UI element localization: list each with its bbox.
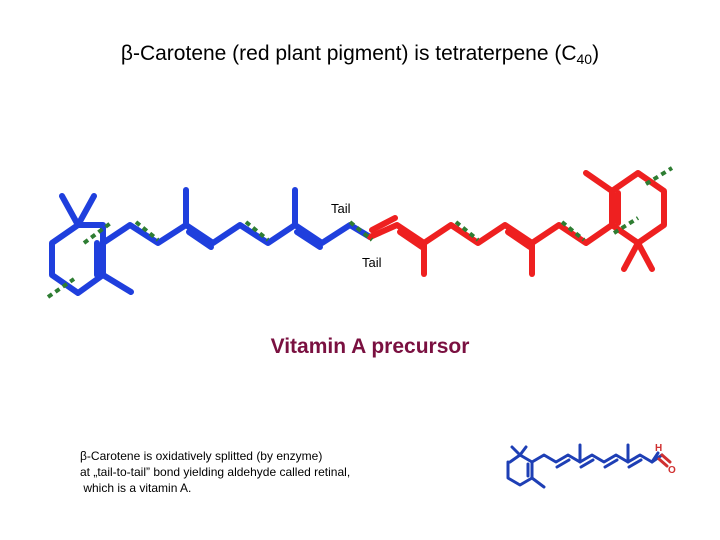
- description-text: β-Carotene is oxidatively splitted (by e…: [80, 448, 350, 496]
- description-line-2: at „tail-to-tail” bond yielding aldehyde…: [80, 465, 351, 479]
- beta-carotene-right-half: [367, 170, 667, 277]
- right-polyene-chain: [367, 222, 615, 246]
- retinal-double-4: [627, 458, 643, 469]
- cut-mark-4: [560, 220, 586, 242]
- page-title: β-Carotene (red plant pigment) is tetrat…: [0, 42, 720, 67]
- right-gem-methyl-b: [635, 240, 655, 272]
- left-chain-double-1: [186, 229, 214, 250]
- cut-mark-1: [134, 220, 160, 242]
- right-chain-double-2: [505, 229, 533, 250]
- retinal-hydrogen-label: H: [655, 443, 662, 454]
- vitamin-a-heading: Vitamin A precursor: [270, 335, 470, 358]
- retinal-oxygen-label: O: [668, 465, 676, 476]
- right-ring-methyl: [583, 170, 615, 194]
- right-chain-double-center: [369, 215, 398, 233]
- retinal-ring-methyl: [530, 476, 546, 489]
- retinal-double-2: [579, 458, 595, 469]
- retinal-carbonyl-bond-a: [660, 453, 672, 464]
- cut-mark-2: [244, 220, 270, 242]
- retinal-carbonyl: [657, 453, 672, 468]
- description-line-3: which is a vitamin A.: [80, 481, 192, 495]
- retinal-gem-methyl-a: [510, 445, 522, 457]
- cut-mark-3: [454, 220, 480, 242]
- retinal-chain: [530, 453, 664, 464]
- tail-label-lower: Tail: [362, 255, 382, 270]
- retinal-bonds: [506, 443, 664, 489]
- cleavage-marks: [46, 166, 674, 299]
- beta-carotene-left-half: [49, 187, 373, 296]
- retinal-gem-methyl-b: [518, 445, 528, 457]
- cut-mark-ring-left-upper: [82, 220, 114, 245]
- retinal-double-3: [603, 458, 619, 469]
- description-line-1: β-Carotene is oxidatively splitted (by e…: [80, 449, 323, 463]
- left-polyene-chain: [100, 222, 373, 246]
- title-subscript: 40: [576, 51, 593, 67]
- title-text: β-Carotene (red plant pigment) is tetrat…: [120, 42, 577, 65]
- left-gem-methyl-b: [75, 193, 97, 228]
- title-close: ): [592, 42, 600, 65]
- retinal-aldehyde-ch: [650, 451, 660, 464]
- right-chain-double-1: [397, 229, 425, 250]
- retinal-carbonyl-bond-b: [657, 457, 669, 468]
- tail-label-upper: Tail: [331, 201, 351, 216]
- cut-mark-center: [348, 220, 374, 242]
- cut-mark-ring-right-lower: [612, 216, 640, 235]
- left-ring-methyl: [100, 272, 134, 295]
- right-gem-methyl-a: [621, 240, 641, 272]
- retinal-double-1: [555, 458, 571, 469]
- left-chain-double-2: [294, 229, 323, 250]
- left-gem-methyl-a: [59, 193, 81, 228]
